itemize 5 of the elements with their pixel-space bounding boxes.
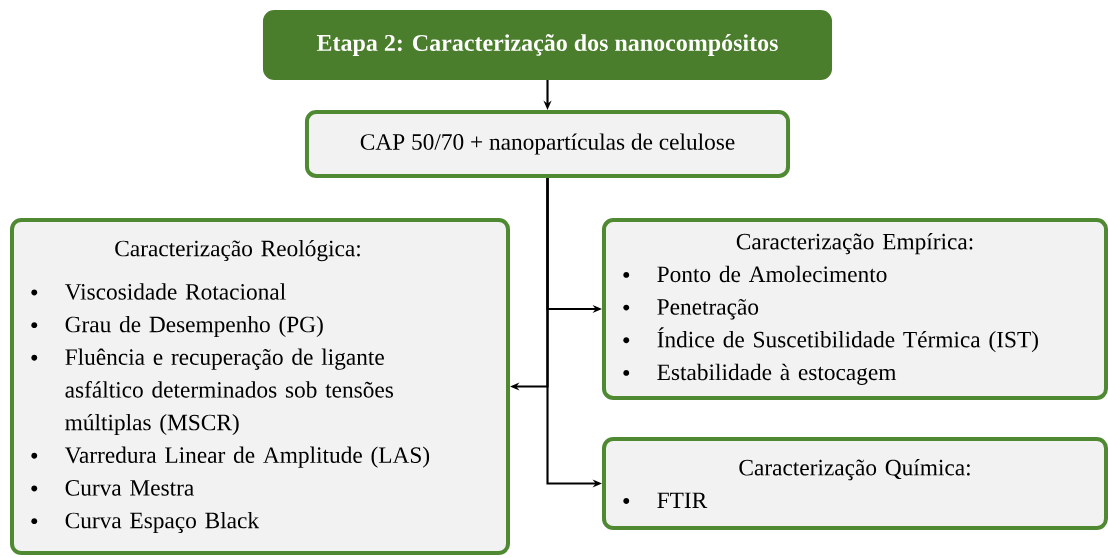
process-box: CAP 50/70 + nanopartículas de celulose (304, 110, 791, 178)
category-box: Caracterização Reológica: Viscosidade Rotacional Grau de Desempenho (PG) Fluência e recuperação de ligante asfáltico determinados sob tensões múltiplas (MSCR) Varredura Linear de Amplitude (LAS) Curva Mestra Curva Espaço Black (10, 217, 510, 556)
title-box: Etapa 2: Caracterização dos nanocompósitos (262, 10, 833, 80)
category-box: Caracterização Empírica: Ponto de Amolecimento Penetração Índice de Suscetibilidade Térmica (IST) Estabilidade à estocagem (602, 218, 1108, 400)
category-box: Caracterização Química: FTIR (602, 436, 1108, 531)
